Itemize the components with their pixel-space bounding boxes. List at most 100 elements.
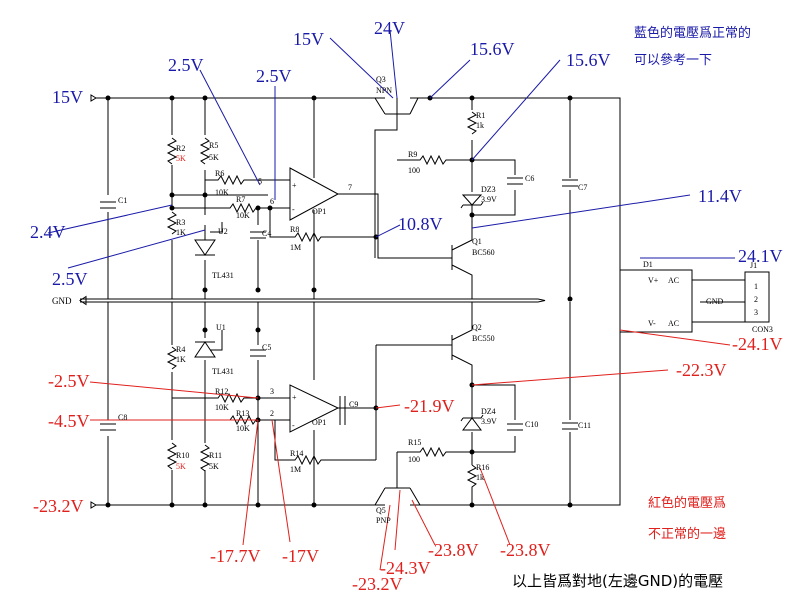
note-blue-line1: 藍色的電壓爲正常的 (634, 25, 751, 41)
red-voltage-labels: -2.5V -4.5V -21.9V -22.3V -24.1V -17.7V … (48, 334, 783, 594)
label-r1: R1 (476, 111, 485, 120)
red-leaders (89, 329, 731, 571)
label-r3-value: 1K (176, 228, 186, 237)
rail-label-pos: 15V (52, 87, 83, 107)
label-op1-lower: OP1 (312, 418, 326, 427)
label-con3: CON3 (752, 325, 773, 334)
label-c11: C11 (578, 421, 591, 430)
label-r16: R16 (476, 463, 489, 472)
label-q5: Q5 (376, 506, 386, 515)
label-r7-value: 10K (236, 211, 250, 220)
label-c4: C4 (262, 229, 271, 238)
label-r10-value: 5K (176, 462, 186, 471)
blue-leaders (47, 29, 735, 269)
label-dz3: DZ3 (481, 185, 496, 194)
label-r8-value: 1M (290, 243, 301, 252)
label-r16-value: 1k (476, 473, 484, 482)
label-c6: C6 (525, 174, 534, 183)
label-q2-type: BC550 (472, 334, 495, 343)
v-q5-collector: -24.3V (380, 558, 431, 578)
label-q3-type: NPN (376, 86, 392, 95)
label-pin7: 7 (348, 183, 352, 192)
negative-rail (90, 330, 621, 509)
v-d1-pos: 24.1V (738, 246, 783, 266)
label-r14: R14 (290, 449, 303, 458)
label-c8: C8 (118, 413, 127, 422)
label-u3-type: TL431 (212, 367, 234, 376)
label-dz4-value: 3.9V (481, 417, 497, 426)
label-r3: R3 (176, 218, 185, 227)
label-q2: Q2 (472, 323, 482, 332)
label-u2: U2 (218, 227, 228, 236)
label-c7: C7 (578, 183, 587, 192)
capacitor-c1 (100, 201, 116, 209)
tl431-u2 (194, 222, 223, 256)
v-op2-pin3: -2.5V (48, 371, 90, 391)
label-plus-lower: + (292, 393, 297, 402)
label-r9-value: 100 (408, 166, 420, 175)
label-r13-value: 10K (236, 424, 250, 433)
label-pin6: 6 (270, 197, 274, 206)
label-r2: R2 (176, 144, 185, 153)
label-ac2: AC (668, 319, 679, 328)
v-dz4-node: -22.3V (676, 360, 727, 380)
label-c10: C10 (525, 420, 538, 429)
label-pin5: 5 (258, 177, 262, 186)
label-r11: R11 (209, 451, 222, 460)
label-c9: C9 (349, 400, 358, 409)
resistor-r10 (166, 442, 178, 470)
label-r13: R13 (236, 409, 249, 418)
label-r2-value: 5K (176, 154, 186, 163)
capacitor-c6 (507, 177, 523, 185)
label-r6: R6 (215, 169, 224, 178)
label-r10: R10 (176, 451, 189, 460)
v-op1-pin5: 2.5V (168, 55, 204, 75)
label-dz3-value: 3.9V (481, 195, 497, 204)
label-r11-value: 5K (209, 462, 219, 471)
capacitor-c7 (562, 179, 578, 187)
v-op1-out: 10.8V (398, 214, 443, 234)
label-j1: J1 (750, 261, 757, 270)
v-op1-pin6: 2.5V (256, 66, 292, 86)
label-d1-pos: V+ (648, 276, 659, 285)
blue-voltage-labels: 15V 24V 15.6V 15.6V 2.5V 2.5V 2.4V 2.5V … (30, 18, 783, 289)
label-c5: C5 (262, 343, 271, 352)
label-u3: U1 (216, 323, 226, 332)
label-minus-lower: - (292, 421, 295, 430)
v-dz3-node: 11.4V (698, 186, 742, 206)
label-r7: R7 (236, 195, 245, 204)
notes: 藍色的電壓爲正常的 可以參考一下 紅色的電壓爲 不正常的一邊 以上皆爲對地(左邊… (512, 25, 751, 590)
v-q3-emitter: 15.6V (470, 39, 515, 59)
label-j1-pin2: 2 (754, 295, 758, 304)
note-red-line1: 紅色的電壓爲 (648, 495, 726, 511)
capacitor-c4 (250, 231, 266, 239)
label-j1-gnd: GND (706, 297, 724, 306)
label-r12: R12 (215, 387, 228, 396)
label-r14-value: 1M (290, 465, 301, 474)
label-r8: R8 (290, 225, 299, 234)
v-op2-pin2: -4.5V (48, 411, 90, 431)
label-op1-upper: OP1 (312, 207, 326, 216)
label-u2-type: TL431 (212, 271, 234, 280)
opamp-op1-lower (289, 302, 450, 505)
v-r16-node: -23.8V (500, 540, 551, 560)
resistor-r1 (466, 111, 478, 135)
v-q3-collector: 24V (374, 18, 405, 38)
opamp-op1-upper (280, 98, 450, 299)
rail-label-neg: -23.2V (33, 496, 84, 516)
resistor-r11 (199, 444, 211, 472)
note-red-line2: 不正常的一邊 (648, 526, 726, 542)
rail-label-gnd: GND (52, 296, 72, 306)
v-u2-ref: 2.5V (52, 269, 88, 289)
label-j1-pin3: 3 (754, 308, 758, 317)
label-pin3: 3 (270, 387, 274, 396)
resistor-r3 (166, 211, 178, 235)
v-r14-node: -17.7V (210, 546, 261, 566)
note-footer: 以上皆爲對地(左邊GND)的電壓 (512, 572, 723, 590)
capacitor-c5 (250, 349, 266, 357)
label-r5: R5 (209, 141, 218, 150)
label-r4: R4 (176, 345, 185, 354)
v-op2-out: -21.9V (404, 396, 455, 416)
zener-dz3 (460, 194, 484, 209)
